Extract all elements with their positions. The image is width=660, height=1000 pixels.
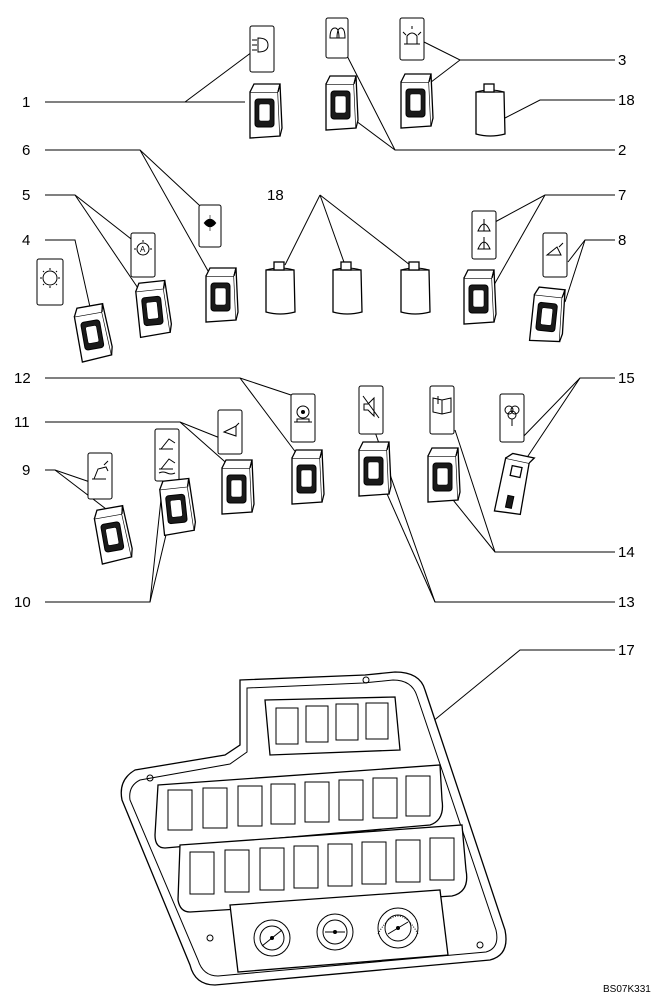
fan-icon bbox=[198, 204, 222, 248]
loader-icon bbox=[87, 452, 113, 500]
callout-10: 10 bbox=[14, 594, 31, 611]
callout-17: 17 bbox=[618, 642, 635, 659]
callout-numbers: 1 2 3 4 5 6 7 8 9 10 11 12 13 14 15 17 1… bbox=[14, 52, 635, 659]
blank-plug-top bbox=[475, 83, 506, 137]
callout-4: 4 bbox=[22, 232, 30, 249]
hvac-knob-left bbox=[253, 919, 291, 957]
console-panel bbox=[120, 671, 507, 986]
callout-11: 11 bbox=[14, 414, 30, 431]
switch-9 bbox=[92, 504, 135, 565]
switch-13 bbox=[358, 441, 392, 497]
callout-3: 3 bbox=[618, 52, 626, 69]
blank-plug-2 bbox=[332, 261, 363, 315]
seat-icon bbox=[290, 393, 316, 443]
svg-text:A: A bbox=[140, 245, 146, 254]
switch-2 bbox=[325, 75, 359, 131]
switch-1 bbox=[249, 83, 283, 139]
reference-code: BS07K331 bbox=[603, 984, 651, 995]
callout-lines bbox=[45, 39, 615, 723]
blank-plug-3 bbox=[400, 261, 431, 315]
callout-5: 5 bbox=[22, 187, 30, 204]
bucket-icon bbox=[542, 232, 568, 278]
callout-1: 1 bbox=[22, 94, 30, 111]
blank-plug-1 bbox=[265, 261, 296, 315]
callout-12: 12 bbox=[14, 370, 31, 387]
switch-6 bbox=[205, 267, 239, 323]
callout-9: 9 bbox=[22, 462, 30, 479]
switch-8 bbox=[528, 286, 568, 345]
lift-icon bbox=[217, 409, 243, 455]
flower-icon bbox=[499, 393, 525, 443]
callout-13: 13 bbox=[618, 594, 635, 611]
switches bbox=[72, 73, 568, 565]
callout-8: 8 bbox=[618, 232, 626, 249]
callout-15: 15 bbox=[618, 370, 635, 387]
callout-6: 6 bbox=[22, 142, 30, 159]
symbol-tags: A bbox=[36, 17, 568, 500]
lower-switch-slots bbox=[189, 837, 455, 895]
sun-icon bbox=[36, 258, 64, 306]
middle-switch-slots bbox=[167, 775, 431, 831]
switch-11 bbox=[221, 459, 255, 515]
switch-4 bbox=[72, 302, 115, 363]
callout-18-mid: 18 bbox=[267, 187, 284, 204]
callout-2: 2 bbox=[618, 142, 626, 159]
callout-18-top: 18 bbox=[618, 92, 635, 109]
switch-10 bbox=[158, 477, 198, 536]
switch-5 bbox=[134, 279, 174, 338]
hvac-knob-right bbox=[377, 907, 419, 949]
callout-14: 14 bbox=[618, 544, 635, 561]
loader-float-icon bbox=[154, 428, 180, 482]
wiper-icon bbox=[471, 210, 497, 260]
switch-12 bbox=[291, 449, 325, 505]
switch-7 bbox=[463, 269, 497, 325]
horn-mute-icon bbox=[358, 385, 384, 435]
hazard-light-icon bbox=[325, 17, 349, 59]
auto-sun-icon: A bbox=[130, 232, 156, 278]
book-icon bbox=[429, 385, 455, 435]
switch-14 bbox=[427, 447, 461, 503]
work-light-icon bbox=[249, 25, 275, 73]
switch-15 bbox=[493, 452, 536, 516]
beacon-icon bbox=[399, 17, 425, 61]
hvac-knob-middle bbox=[316, 913, 354, 951]
switch-3 bbox=[400, 73, 434, 129]
callout-7: 7 bbox=[618, 187, 626, 204]
top-switch-slots bbox=[275, 702, 389, 745]
